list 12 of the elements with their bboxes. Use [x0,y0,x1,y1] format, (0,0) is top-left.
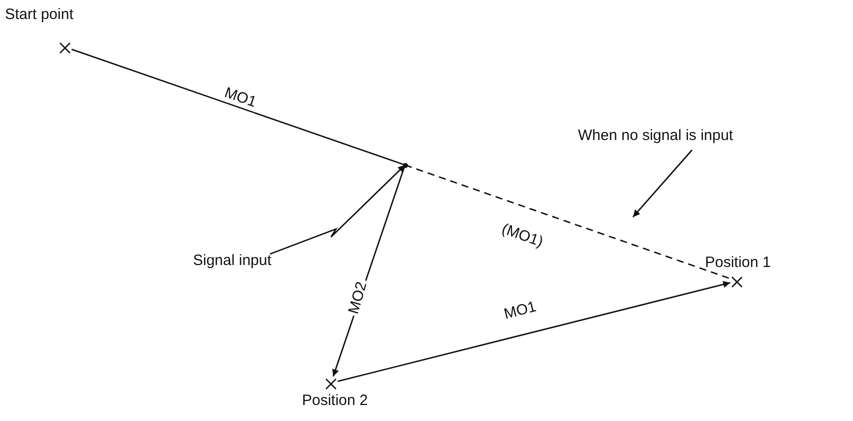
path-arrow [338,281,730,382]
leader-line [270,164,406,255]
callout-text: Signal input [193,252,272,270]
point-marker [59,41,71,53]
callout-text: When no signal is input [578,127,734,145]
leader-line [632,150,693,218]
point-marker [325,377,337,389]
point-marker [731,275,743,287]
path-corner [402,162,408,168]
point-label: Position 1 [705,254,771,272]
point-label: Start point [5,6,74,24]
point-label: Position 2 [302,392,368,410]
